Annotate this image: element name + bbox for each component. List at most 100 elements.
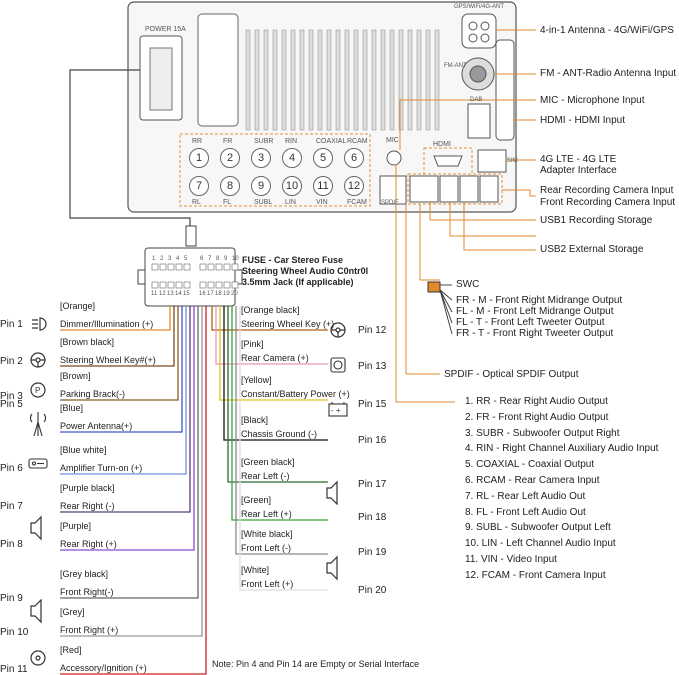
- spdif-port: [379, 175, 407, 205]
- port-caption: FR: [223, 138, 233, 145]
- heatsink-fins: [245, 29, 440, 131]
- fuse-pin-number: 20: [231, 291, 238, 297]
- wire: [60, 306, 195, 551]
- fuse-pin: [175, 263, 183, 271]
- pin-color-label: [Grey]: [60, 607, 85, 617]
- wire: [239, 306, 328, 591]
- pin-description: Steering Wheel Key#(+): [60, 355, 156, 365]
- audio-list-item: 6. RCAM - Rear Camera Input: [465, 475, 600, 486]
- pin-color-label: [Purple black]: [60, 483, 115, 493]
- pin-description: Rear Left (-): [241, 471, 290, 481]
- pin-description: Constant/Battery Power (+): [241, 389, 350, 399]
- pin-number-label: Pin 3: [0, 391, 23, 402]
- port-caption: RR: [192, 138, 203, 145]
- fuse-pin-number: 2: [160, 256, 164, 262]
- audio-list-item: 2. FR - Front Right Audio Output: [465, 411, 609, 423]
- swc-fan: [439, 284, 453, 335]
- port-caption: LIN: [285, 199, 296, 206]
- fuse-pin: [183, 281, 191, 289]
- wire: [60, 306, 179, 401]
- hdmi-label: HDMI: [433, 141, 451, 148]
- wire: [60, 306, 207, 675]
- pin-description: Amplifier Turn-on (+): [60, 463, 143, 473]
- dab-port: [467, 103, 491, 139]
- fuse-pins: [151, 263, 239, 289]
- audio-list-item: 5. COAXIAL - Coaxial Output: [465, 459, 595, 471]
- fuse-pin: [215, 263, 223, 271]
- front-cam-rec-port: [439, 175, 459, 203]
- port-caption: RIN: [285, 138, 298, 145]
- fuse-pin: [159, 281, 167, 289]
- pin-number-label: Pin 13: [358, 361, 387, 372]
- pin-number-label: Pin 12: [358, 325, 387, 336]
- fuse-pin-number: 9: [224, 256, 228, 262]
- wire: [60, 306, 171, 331]
- sim-port: [477, 149, 507, 173]
- pin-description: Front Left (+): [241, 579, 294, 589]
- pin-color-label: [Green]: [241, 495, 272, 505]
- pin-description: Rear Right (+): [60, 539, 117, 549]
- fuse-line-3: 3.5mm Jack (If applicable): [242, 277, 354, 287]
- audio-list-item: 9. SUBL - Subwoofer Output Left: [465, 522, 611, 534]
- pin-description: Accessory/Ignition (+): [60, 663, 147, 673]
- label-rear-rec: Rear Recording Camera Input: [540, 185, 674, 196]
- pin-number-label: Pin 11: [0, 664, 28, 675]
- pin-color-label: [Green black]: [241, 457, 295, 467]
- wire: [60, 306, 175, 367]
- harness-wires: [60, 306, 328, 675]
- label-mic: MIC - Microphone Input: [540, 95, 645, 106]
- label-usb1: USB1 Recording Storage: [540, 215, 653, 226]
- pin-color-label: [Brown black]: [60, 337, 115, 347]
- fuse-pin: [231, 263, 239, 271]
- mic-label: MIC: [386, 137, 399, 144]
- fuse-pin: [199, 281, 207, 289]
- audio-list-item: 1. RR - Rear Right Audio Output: [465, 396, 608, 407]
- audio-list-item: 8. FL - Front Left Audio Out: [465, 506, 586, 518]
- pin-description: Rear Left (+): [241, 509, 292, 519]
- port-caption: VIN: [316, 199, 328, 206]
- fuse-pin-number: 8: [216, 256, 220, 262]
- pin-number-label: Pin 15: [358, 399, 387, 410]
- wire: [227, 306, 328, 483]
- audio-port-2: 2: [220, 148, 240, 168]
- pin-number-label: Pin 2: [0, 356, 23, 367]
- fuse-pin-number: 15: [183, 291, 190, 297]
- port-caption: SUBR: [254, 138, 274, 145]
- audio-list-item: 10. LIN - Left Channel Audio Input: [465, 538, 616, 550]
- pin-color-label: [White]: [241, 565, 270, 575]
- fuse-pin-number: 18: [215, 291, 222, 297]
- pin-color-label: [Purple]: [60, 521, 92, 531]
- wire: [211, 306, 328, 331]
- port-caption: SUBL: [254, 199, 273, 206]
- label-usb2: USB2 External Storage: [540, 244, 644, 255]
- sim-label: SIM: [507, 158, 518, 164]
- pin-description: Rear Camera (+): [241, 353, 309, 363]
- label-hdmi: HDMI - HDMI Input: [540, 115, 626, 126]
- fuse-pin-number: 1: [152, 256, 156, 262]
- pin-description: Front Right(-): [60, 587, 114, 597]
- port-caption: RL: [192, 199, 201, 206]
- port-caption: FCAM: [347, 199, 367, 206]
- pin-color-label: [Blue white]: [60, 445, 107, 455]
- gps-label: GPS/WiFi/4G-ANT: [454, 4, 505, 10]
- port-caption: COAXIAL: [316, 138, 347, 145]
- audio-port-10: 10: [282, 176, 302, 196]
- wire: [215, 306, 328, 365]
- audio-port-panel: [179, 133, 371, 207]
- fuse-line-2: Steering Wheel Audio C0ntr0l: [242, 266, 369, 276]
- wire: [60, 306, 183, 433]
- audio-port-5: 5: [313, 148, 333, 168]
- label-lte-1: 4G LTE - 4G LTE: [540, 154, 617, 165]
- pin-number-label: Pin 10: [0, 627, 29, 638]
- pin-description: Power Antenna(+): [60, 421, 133, 431]
- spdif-label: SPDIF: [381, 200, 399, 206]
- fuse-pin: [183, 263, 191, 271]
- wire: [219, 306, 328, 401]
- fuse-pin: [215, 281, 223, 289]
- pin-description: Front Right (+): [60, 625, 119, 635]
- pin-color-label: [Red]: [60, 645, 82, 655]
- pin-color-label: [Orange black]: [241, 305, 300, 315]
- swc-title: SWC: [456, 279, 480, 290]
- pin-description: Dimmer/Illumination (+): [60, 319, 154, 329]
